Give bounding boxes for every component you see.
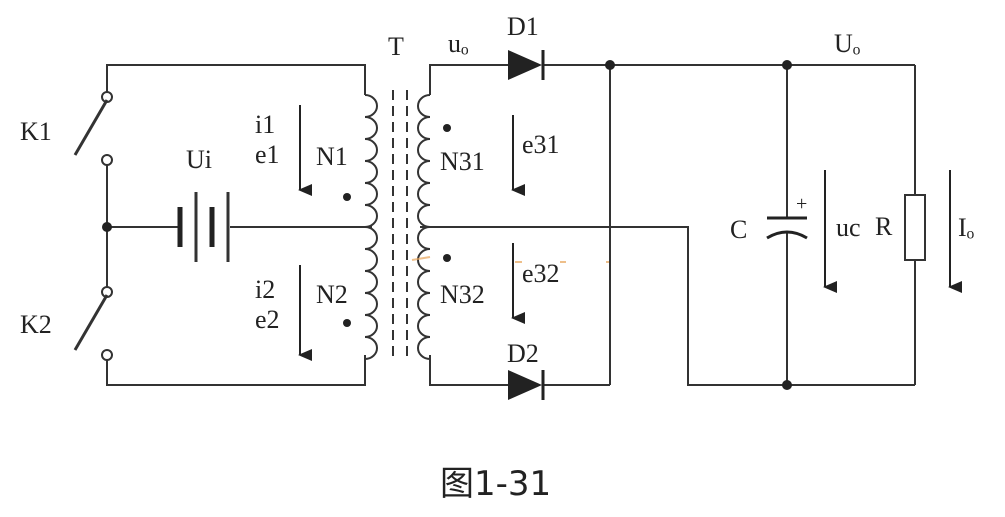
junction-dot-left xyxy=(102,222,112,232)
switch-k2 xyxy=(73,286,113,361)
primary-wiring xyxy=(106,64,372,386)
transformer-core xyxy=(392,90,408,360)
label-io: Iₒ xyxy=(958,213,975,242)
label-c: C xyxy=(730,215,747,244)
battery-ui xyxy=(177,192,230,262)
label-i1: i1 xyxy=(255,110,275,139)
label-n2: N2 xyxy=(316,280,348,309)
junction-dot-cap-bottom xyxy=(782,380,792,390)
label-uo-small: uₒ xyxy=(448,29,469,58)
resistor-r xyxy=(904,194,926,261)
switch-k1 xyxy=(73,91,113,166)
polarity-dot-n2 xyxy=(343,319,351,327)
label-ui: Ui xyxy=(186,145,212,174)
diode-d2 xyxy=(508,370,545,400)
diode-d1 xyxy=(508,50,545,80)
label-d2: D2 xyxy=(507,339,539,368)
label-e1: e1 xyxy=(255,140,280,169)
label-n32: N32 xyxy=(440,280,485,309)
secondary-wiring xyxy=(420,64,916,386)
label-d1: D1 xyxy=(507,12,539,41)
direction-arrows xyxy=(298,105,962,361)
label-transformer: T xyxy=(388,32,404,61)
label-r: R xyxy=(875,212,893,241)
label-e31: e31 xyxy=(522,130,560,159)
label-uc: uc xyxy=(836,213,861,242)
junction-dot-cap-top xyxy=(782,60,792,70)
orange-dash-marks xyxy=(411,256,611,263)
polarity-dot-n32 xyxy=(443,254,451,262)
figure-caption: 图1-31 xyxy=(440,464,551,504)
label-k2: K2 xyxy=(20,310,52,339)
primary-coil xyxy=(364,94,378,360)
capacitor-c xyxy=(766,216,808,240)
polarity-dot-n31 xyxy=(443,124,451,132)
label-uo: Uₒ xyxy=(834,29,861,58)
label-i2: i2 xyxy=(255,275,275,304)
label-k1: K1 xyxy=(20,117,52,146)
polarity-dot-n1 xyxy=(343,193,351,201)
junction-dot-d1 xyxy=(605,60,615,70)
label-plus: + xyxy=(796,193,807,215)
label-n31: N31 xyxy=(440,147,485,176)
label-n1: N1 xyxy=(316,142,348,171)
label-e32: e32 xyxy=(522,259,560,288)
label-e2: e2 xyxy=(255,305,280,334)
